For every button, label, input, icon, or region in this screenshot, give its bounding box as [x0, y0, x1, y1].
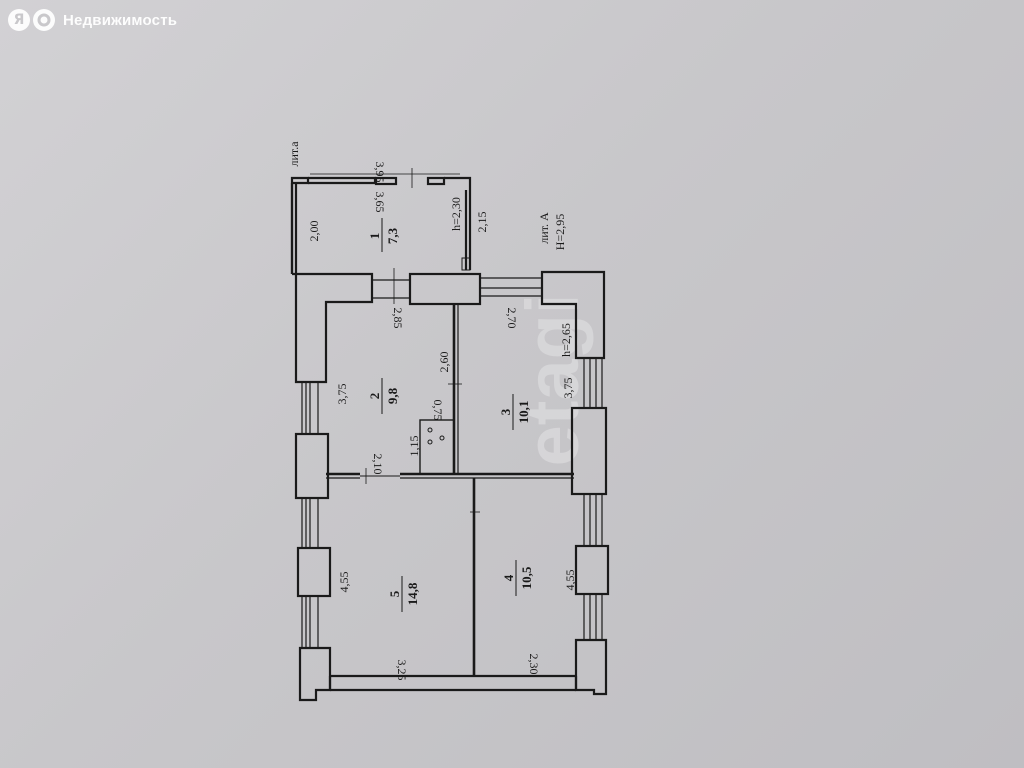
dim-2-60: 2,60	[437, 352, 451, 373]
room-4-area: 10,5	[519, 566, 534, 589]
room-4: 4 10,5	[501, 560, 534, 596]
dim-3-65: 3,65	[373, 192, 387, 213]
room-1-area: 7,3	[385, 227, 400, 244]
dim-3-75-left: 3,75	[335, 384, 349, 405]
dim-0-75: 0,75	[431, 400, 445, 421]
walls	[290, 168, 610, 702]
dim-4-55-left: 4,55	[337, 572, 351, 593]
label-height-H: H=2,95	[553, 214, 567, 250]
label-lit-A: лит. А	[537, 212, 551, 244]
brand-logo[interactable]: Я Недвижимость	[8, 7, 177, 33]
dim-2-85: 2,85	[391, 308, 405, 329]
dim-h-2-65: h=2,65	[559, 323, 573, 357]
watermark: etagi	[511, 294, 594, 467]
room-3: 3 10,1	[498, 394, 531, 430]
dim-3-25: 3,25	[395, 660, 409, 681]
dim-2-30: 2,30	[527, 654, 541, 675]
realty-ring-icon	[33, 9, 55, 31]
room-1: 1 7,3	[367, 218, 400, 252]
yandex-icon: Я	[8, 9, 30, 31]
room-5-area: 14,8	[405, 582, 420, 605]
dim-h-2-30: h=2,30	[449, 197, 463, 231]
dim-2-10: 2,10	[371, 454, 385, 475]
dimension-labels: 3,95 3,65 2,00 h=2,30 2,15 2,85 2,70 h=2…	[307, 162, 577, 681]
room-1-number: 1	[367, 233, 382, 240]
room-3-number: 3	[498, 408, 513, 415]
dim-3-95: 3,95	[373, 162, 387, 183]
room-4-number: 4	[501, 574, 516, 581]
dim-3-75-right: 3,75	[561, 378, 575, 399]
dim-1-15: 1,15	[407, 436, 421, 457]
room-2-area: 9,8	[385, 387, 400, 404]
room-5-number: 5	[387, 590, 402, 597]
room-5: 5 14,8	[387, 576, 420, 612]
room-2-number: 2	[367, 393, 382, 400]
room-2: 2 9,8	[367, 378, 400, 414]
label-lit-a: лит.а	[287, 141, 301, 167]
dim-4-55-right: 4,55	[563, 570, 577, 591]
dim-2-15: 2,15	[475, 212, 489, 233]
brand-name: Недвижимость	[63, 11, 178, 29]
dim-2-00: 2,00	[307, 221, 321, 242]
room-3-area: 10,1	[516, 401, 531, 424]
dim-2-70: 2,70	[505, 308, 519, 329]
